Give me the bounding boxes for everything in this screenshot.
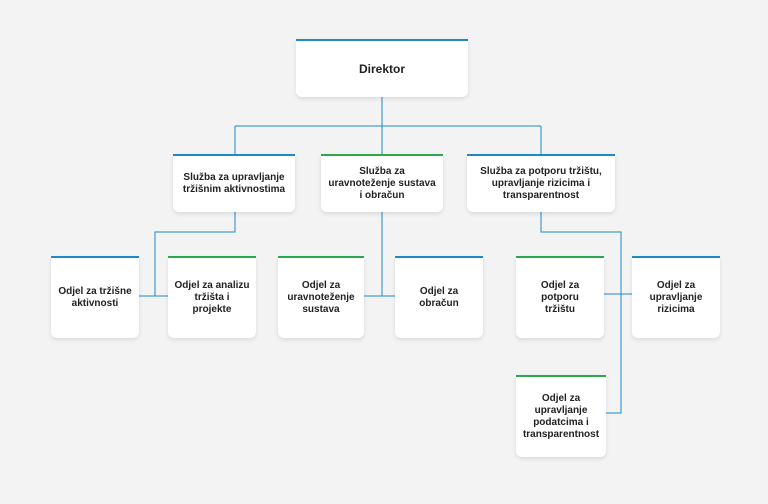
connector-root-to-services xyxy=(234,97,542,155)
node-department-market-activities-label: Odjel za tržišne aktivnosti xyxy=(58,286,132,309)
node-department-system-balancing: Odjel za uravnoteženje sustava xyxy=(278,256,364,338)
node-department-settlement-label: Odjel za obračun xyxy=(419,286,459,309)
node-department-settlement: Odjel za obračun xyxy=(395,256,483,338)
node-director: Direktor xyxy=(296,39,468,97)
node-director-label: Direktor xyxy=(358,62,405,76)
node-service-market-activities: Služba za upravljanje tržišnim aktivnost… xyxy=(173,154,295,212)
node-department-market-activities: Odjel za tržišne aktivnosti xyxy=(51,256,139,338)
node-department-data-transparency: Odjel za upravljanje podatcima i transpa… xyxy=(516,375,606,457)
node-department-data-transparency-label: Odjel za upravljanje podatcima i transpa… xyxy=(522,393,600,440)
node-department-market-analysis-label: Odjel za analizu tržišta i projekte xyxy=(174,280,250,315)
node-service-market-support: Služba za potporu tržištu, upravljanje r… xyxy=(467,154,615,212)
node-department-market-analysis: Odjel za analizu tržišta i projekte xyxy=(168,256,256,338)
node-department-risk-management: Odjel za upravljanje rizicima xyxy=(632,256,720,338)
node-service-market-activities-label: Služba za upravljanje tržišnim aktivnost… xyxy=(182,172,286,195)
node-department-risk-management-label: Odjel za upravljanje rizicima xyxy=(649,280,703,315)
node-service-market-support-label: Služba za potporu tržištu, upravljanje r… xyxy=(480,166,602,201)
node-department-market-support: Odjel za potporu tržištu xyxy=(516,256,604,338)
node-service-balancing-label: Služba za uravnoteženje sustava i obraču… xyxy=(328,166,436,201)
node-department-market-support-label: Odjel za potporu tržištu xyxy=(540,280,580,315)
node-department-system-balancing-label: Odjel za uravnoteženje sustava xyxy=(287,280,355,315)
connector-service-2-departments xyxy=(364,212,395,297)
node-service-balancing: Služba za uravnoteženje sustava i obraču… xyxy=(321,154,443,212)
